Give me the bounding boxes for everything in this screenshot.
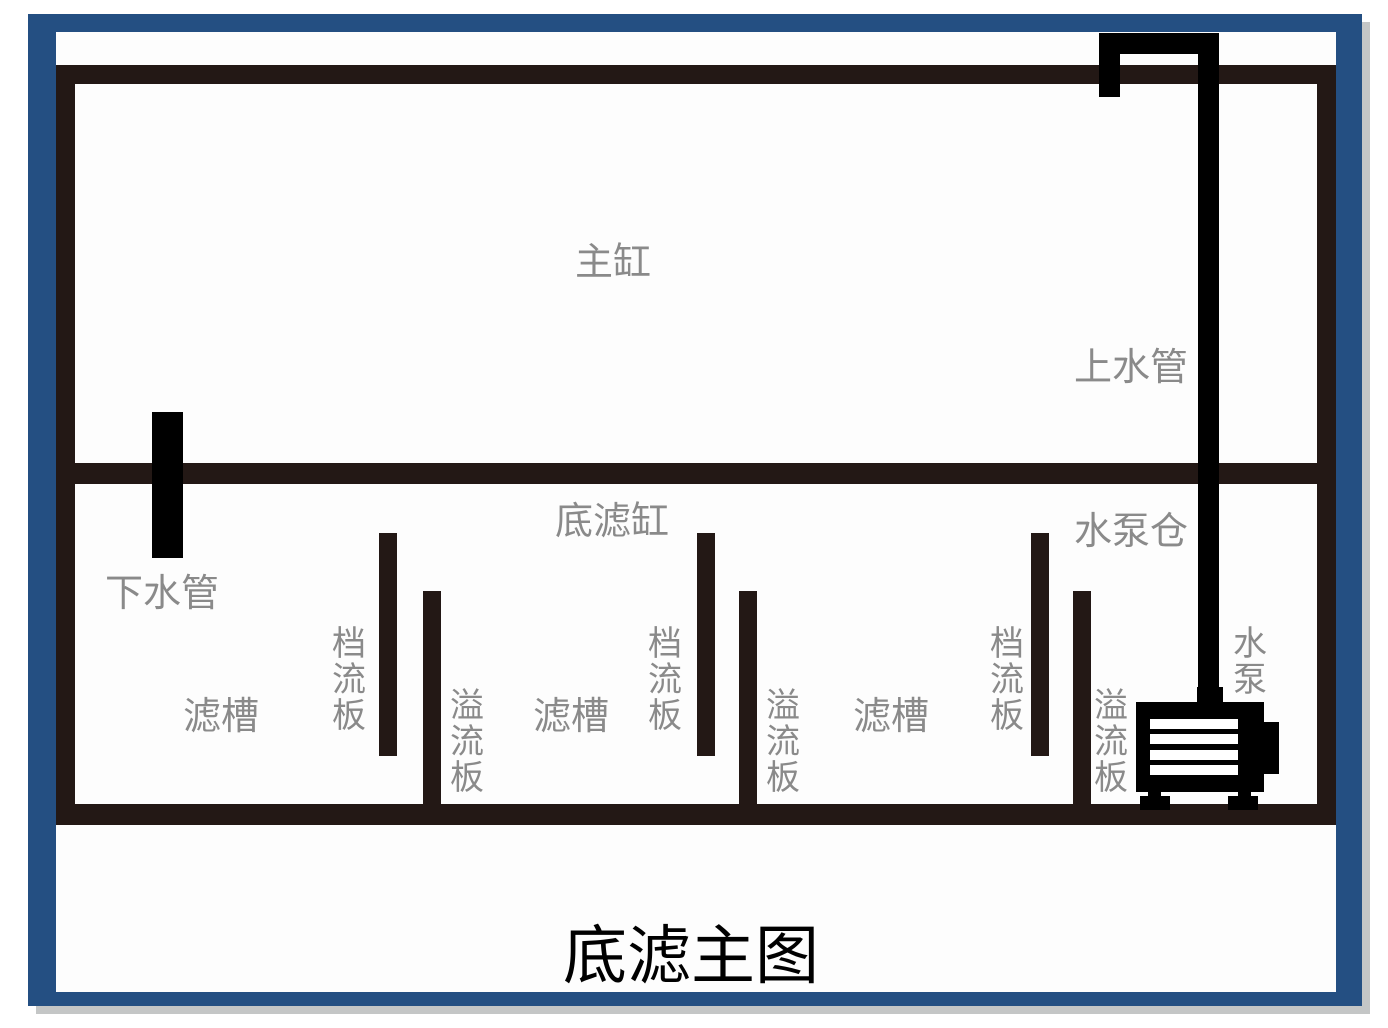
baffle-label-3: 档流板 (990, 624, 1024, 736)
filter-slot-label-3: 滤槽 (853, 694, 930, 738)
inlet-pipe-vertical (1198, 33, 1219, 693)
overflow-label-3: 溢流板 (1094, 686, 1128, 798)
overflow-plate-3 (1073, 591, 1091, 806)
sump-tank-label: 底滤缸 (555, 499, 670, 543)
baffle-plate-1 (379, 533, 397, 756)
sump-bottom-wall (56, 804, 1336, 825)
diagram-title: 底滤主图 (563, 920, 819, 994)
main-tank-label: 主缸 (575, 240, 652, 284)
overflow-plate-2 (739, 591, 757, 806)
pump-icon (1134, 686, 1280, 812)
drain-pipe (152, 412, 183, 558)
main-tank-top-wall (56, 65, 1336, 84)
baffle-plate-2 (697, 533, 715, 756)
baffle-label-1: 档流板 (332, 624, 366, 736)
tank-right-wall (1317, 65, 1336, 825)
overflow-label-1: 溢流板 (450, 686, 484, 798)
pump-chamber-label: 水泵仓 (1074, 509, 1189, 553)
drain-pipe-label: 下水管 (105, 571, 220, 615)
baffle-plate-3 (1031, 533, 1049, 756)
tank-left-wall (56, 65, 75, 825)
overflow-plate-1 (423, 591, 441, 806)
baffle-label-2: 档流板 (648, 624, 682, 736)
filter-slot-label-1: 滤槽 (183, 694, 260, 738)
inlet-pipe-outlet (1099, 33, 1120, 97)
diagram-canvas (56, 32, 1336, 992)
inlet-pipe-label: 上水管 (1074, 345, 1189, 389)
overflow-label-2: 溢流板 (766, 686, 800, 798)
tank-divider-wall (56, 463, 1336, 484)
inlet-pipe-top (1099, 33, 1219, 54)
filter-slot-label-2: 滤槽 (533, 694, 610, 738)
pump-label: 水泵 (1233, 624, 1267, 700)
